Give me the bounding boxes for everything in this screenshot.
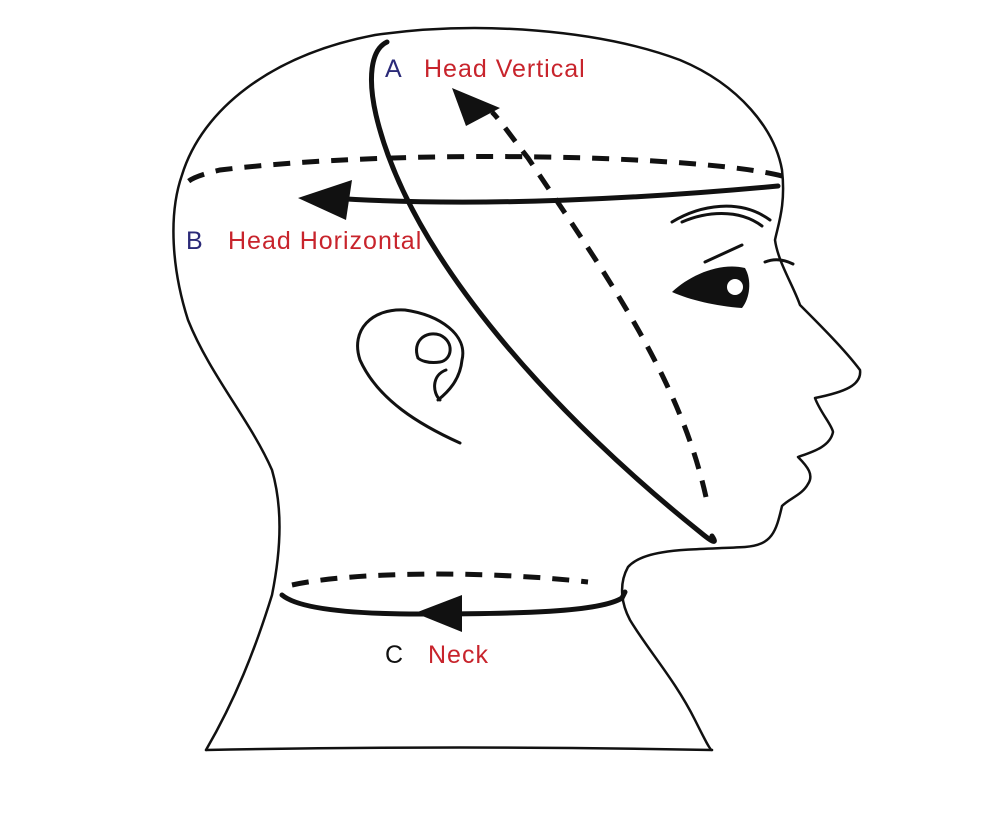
eye [672,266,750,308]
vertical-arrowhead [452,88,500,126]
vertical-solid-arc [369,39,717,544]
eye-highlight [727,279,743,295]
eyebrow [670,204,772,224]
collar-line [204,746,714,752]
neck-dashed-line [291,571,589,588]
ear-outer [356,308,465,445]
face-features [670,204,795,308]
eyebrow-inner [680,212,764,228]
label-a-text: Head Vertical [424,55,586,83]
eyelash [763,258,795,266]
label-b-text: Head Horizontal [228,227,422,255]
head-outline [172,26,862,752]
horizontal-dashed-line [183,154,783,192]
ear-inner [415,332,452,364]
vertical-dashed-line [490,110,709,498]
label-c-letter: C [385,641,404,669]
neck-arrowhead [415,595,462,632]
upper-eyelid [703,243,744,264]
ear-lobe-curve [433,368,448,402]
label-a-letter: A [385,55,403,83]
label-a: A Head Vertical [385,55,586,83]
measure-b-horizontal [183,154,783,220]
measure-c-neck [279,571,628,632]
label-b-letter: B [186,227,204,255]
measure-a-vertical [369,39,717,544]
label-c-text: Neck [428,641,489,669]
label-b: B Head Horizontal [186,227,422,255]
head-silhouette [172,26,862,752]
label-c: C Neck [385,641,489,669]
ear [356,308,465,445]
horizontal-solid-line [327,183,781,205]
horizontal-arrowhead [298,180,352,220]
